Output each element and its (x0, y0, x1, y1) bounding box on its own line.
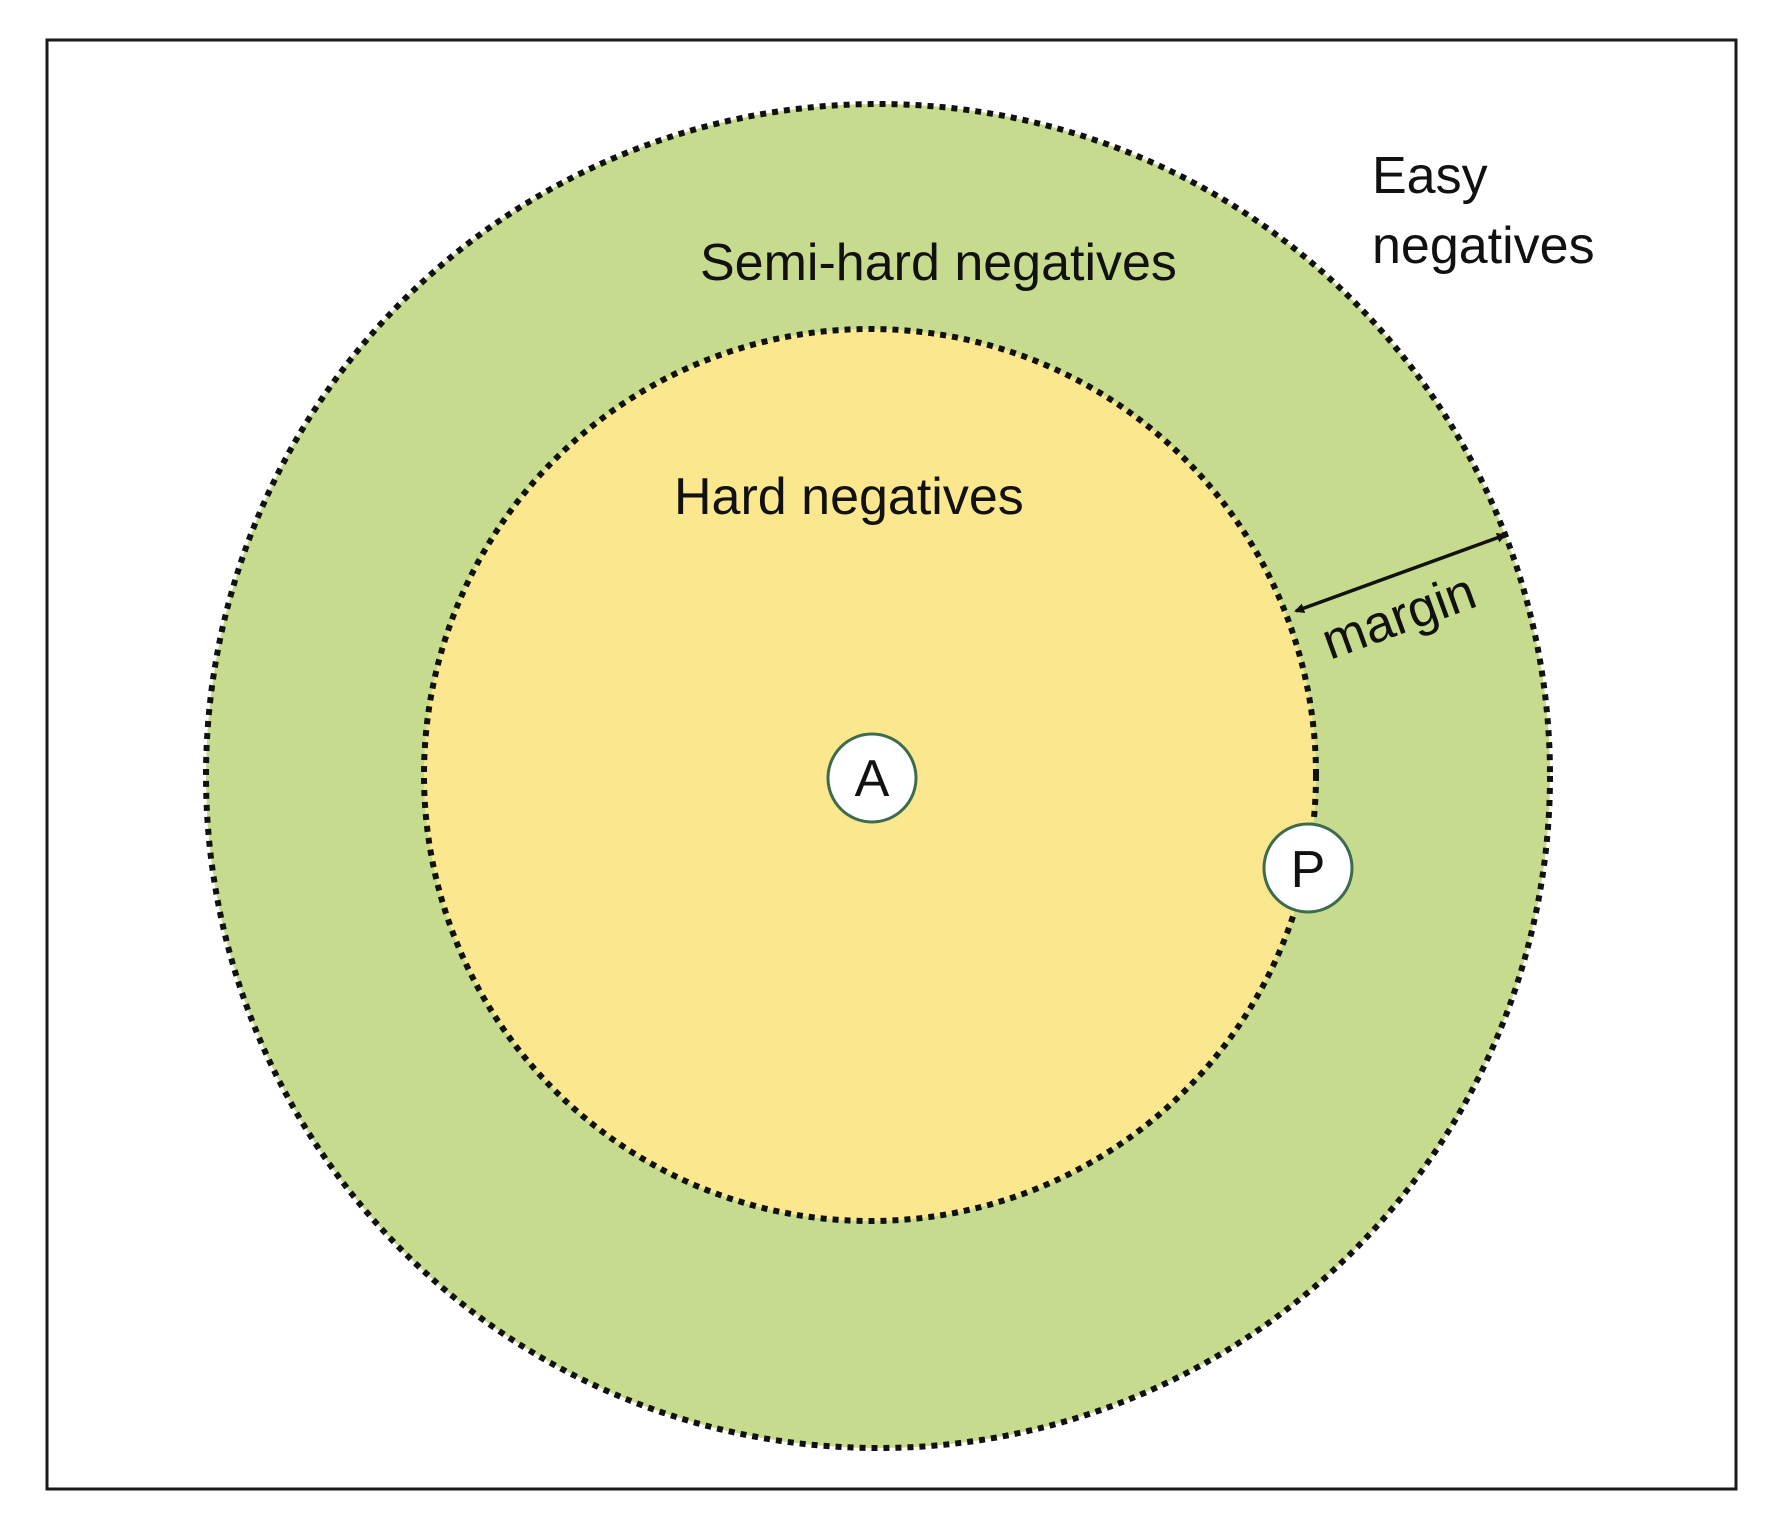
easy-label-line-2: negatives (1372, 217, 1595, 275)
hard-negatives-label: Hard negatives (674, 468, 1024, 526)
easy-label-line-1: Easy (1372, 147, 1488, 205)
anchor-node: A (826, 732, 918, 824)
positive-node: P (1262, 822, 1354, 914)
double-headed-arrow-icon (1294, 533, 1507, 613)
positive-label: P (1291, 841, 1326, 899)
semi-hard-negatives-label: Semi-hard negatives (700, 234, 1177, 292)
easy-negatives-label: Easy negatives (1372, 147, 1595, 275)
anchor-label: A (855, 750, 890, 808)
